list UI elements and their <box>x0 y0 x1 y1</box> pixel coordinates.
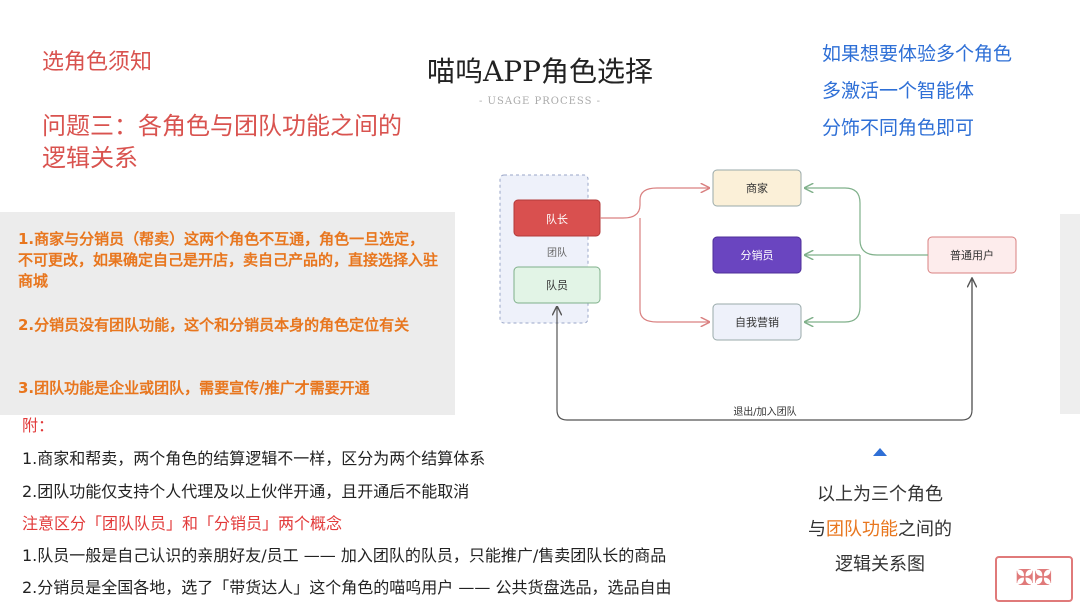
caption-prefix: 与 <box>808 519 826 540</box>
tip-box: 如果想要体验多个角色 多激活一个智能体 分饰不同角色即可 <box>822 36 1072 147</box>
leader-to-merchant-arrow <box>600 188 709 219</box>
caption-highlight: 团队功能 <box>826 519 898 540</box>
exit-join-loop <box>557 277 973 421</box>
self-marketing-label: 自我营销 <box>735 315 779 329</box>
leader-to-self-marketing-arrow <box>639 218 709 322</box>
note-4: 2.分销员是全国各地，选了「带货达人」这个角色的喵呜用户 —— 公共货盘选品，选… <box>22 578 672 597</box>
caption-suffix: 之间的 <box>898 519 952 540</box>
team-label: 团队 <box>547 246 567 259</box>
notice-title: 选角色须知 <box>42 50 153 75</box>
merchant-box <box>712 169 802 207</box>
question-heading: 问题三：各角色与团队功能之间的逻辑关系 <box>42 112 402 172</box>
distributor-label: 分销员 <box>741 248 774 262</box>
exit-join-label: 退出/加入团队 <box>733 405 796 418</box>
role-logic-diagram: 队长 团队 队员 商家 分销员 自我营销 普通用户 退出/加入团队 <box>499 169 1017 421</box>
caption-line-1: 以上为三个角色 <box>817 484 943 505</box>
normal-user-label: 普通用户 <box>950 248 994 262</box>
appendix-label: 附： <box>22 416 55 435</box>
diagram-caption: 以上为三个角色 与团队功能之间的 逻辑关系图 <box>780 477 980 582</box>
leader-label: 队长 <box>546 212 568 226</box>
tip-line-2: 多激活一个智能体 <box>822 80 975 102</box>
note-3: 1.队员一般是自己认识的亲朋好友/员工 —— 加入团队的队员，只能推广/售卖团队… <box>22 546 667 565</box>
key-point-3: 3.团队功能是企业或团队，需要宣传/推广才需要开通 <box>18 379 370 397</box>
key-point-2: 2.分销员没有团队功能，这个和分销员本身的角色定位有关 <box>18 316 410 334</box>
user-to-self-marketing-arrow <box>805 255 861 322</box>
warning-text: 注意区分「团队队员」和「分销员」两个概念 <box>22 514 343 533</box>
caption-line-2: 与团队功能之间的 <box>780 512 980 547</box>
member-box <box>513 266 601 304</box>
tip-line-3: 分饰不同角色即可 <box>822 117 975 139</box>
page-title: 喵呜APP角色选择 <box>427 55 653 88</box>
key-point-1: 1.商家与分销员（帮卖）这两个角色不互通，角色一旦选定，不可更改，如果确定自己是… <box>18 230 439 290</box>
note-2: 2.团队功能仅支持个人代理及以上伙伴开通，且开通后不能取消 <box>22 482 470 501</box>
user-to-merchant-arrow <box>805 188 928 256</box>
key-points-panel <box>0 212 455 415</box>
distributor-box <box>712 236 802 274</box>
watermark-seal-icon: ✠✠ <box>995 556 1073 602</box>
member-label: 队员 <box>546 278 568 292</box>
caption-line-3: 逻辑关系图 <box>835 554 925 575</box>
page-subtitle: - USAGE PROCESS - <box>478 96 601 107</box>
up-arrow-icon <box>873 448 887 456</box>
side-decoration <box>1060 214 1080 414</box>
self-marketing-box <box>712 303 802 341</box>
tip-line-1: 如果想要体验多个角色 <box>822 43 1013 65</box>
merchant-label: 商家 <box>746 181 768 195</box>
note-1: 1.商家和帮卖，两个角色的结算逻辑不一样，区分为两个结算体系 <box>22 449 486 468</box>
